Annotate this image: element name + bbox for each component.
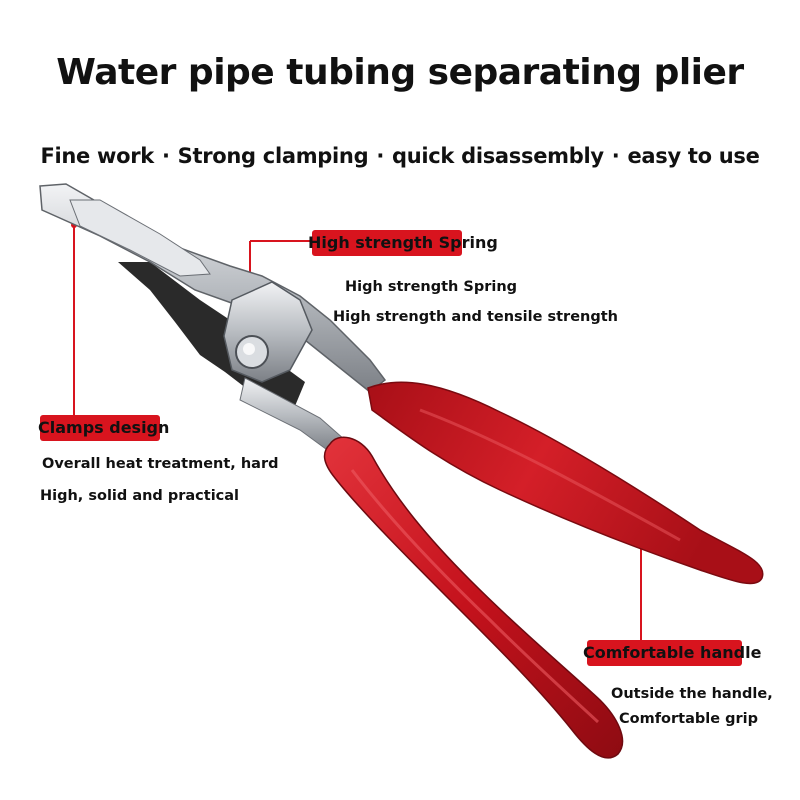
handle-callout-text: Outside the handle, (611, 686, 773, 702)
spring-callout-text: High strength and tensile strength (333, 309, 618, 325)
feature-list: Fine work · Strong clamping · quick disassem… (0, 144, 800, 168)
clamps-callout-text: Overall heat treatment, hard (42, 456, 279, 472)
spring-callout-label: High strength Spring (308, 230, 498, 256)
feature-item: Fine work (40, 144, 154, 168)
clamps-callout-label: Clamps design (38, 415, 169, 441)
clamps-callout-text: High, solid and practical (40, 488, 240, 504)
feature-item: Strong clamping (177, 144, 369, 168)
handle-callout-label: Comfortable handle (583, 640, 761, 666)
feature-item: easy to use (627, 144, 760, 168)
upper-handle (367, 381, 764, 585)
handle-callout-text: Comfortable grip (619, 711, 758, 727)
page-title: Water pipe tubing separating plier (56, 52, 744, 93)
feature-separator: · (161, 144, 170, 168)
feature-separator: · (611, 144, 620, 168)
feature-item: quick disassembly (392, 144, 604, 168)
feature-separator: · (376, 144, 384, 168)
lower-handle (323, 436, 624, 759)
spring-callout-text: High strength Spring (345, 279, 518, 295)
